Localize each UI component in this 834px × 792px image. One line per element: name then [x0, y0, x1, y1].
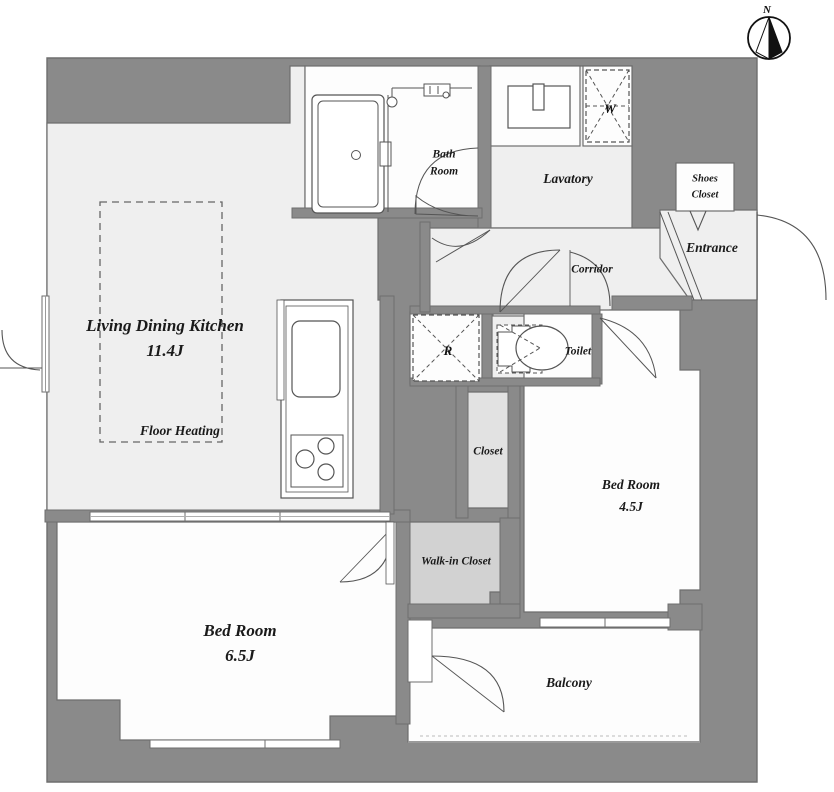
floor-heating-outline: [99, 201, 223, 443]
label-floor-heating: Floor Heating: [139, 423, 220, 438]
bathtub-drain: [351, 150, 361, 160]
label-shoes-line2: Closet: [692, 189, 720, 200]
door-arc-ldk-west: [1, 329, 41, 371]
entrance-step-1: [659, 211, 695, 301]
vanity-faucet: [532, 83, 545, 111]
label-walk-in-closet: Walk-in Closet: [421, 556, 492, 568]
toilet-x1: [499, 324, 541, 349]
label-bath-line2: Room: [429, 166, 458, 178]
lavatory-fixtures: W: [431, 69, 630, 263]
door-swings: [0, 210, 827, 713]
toilet-fixture: [496, 317, 657, 379]
wall-wic-east: [499, 517, 521, 619]
toilet-x2: [499, 347, 541, 373]
toilet-bowl: [515, 325, 569, 371]
door-leaf-bed65: [339, 527, 393, 583]
wall-toilet-south: [409, 377, 601, 387]
label-corridor: Corridor: [571, 264, 613, 276]
burner-3: [317, 463, 335, 481]
compass-north-label: N: [762, 4, 772, 16]
door-arc-corridor-1: [499, 249, 561, 313]
compass-needle-dark: [768, 16, 783, 60]
bath-door-arc: [414, 147, 479, 215]
lavatory-door-arc: [431, 229, 491, 247]
wall-toilet-north: [409, 305, 601, 315]
shower-head-icon: [386, 96, 398, 108]
window-bed65-south: [149, 739, 341, 749]
bathroom-fixtures: [311, 83, 479, 217]
fridge-x2: [412, 314, 480, 382]
wall-closet-west: [455, 385, 469, 519]
bathtub-inner: [317, 100, 379, 208]
floor-heating-zone: [99, 201, 223, 443]
entrance-step-2: [667, 211, 703, 301]
door-arc-corridor-2: [569, 251, 611, 307]
lavatory-door-leaf: [435, 229, 491, 263]
room-labels: Living Dining Kitchen 11.4J Floor Heatin…: [85, 149, 738, 690]
kitchen-counter: [276, 299, 354, 499]
bath-step: [379, 141, 392, 167]
door-leaf-balcony: [431, 655, 505, 713]
label-entrance: Entrance: [685, 240, 738, 255]
fridge-x1: [412, 314, 480, 382]
counter-side: [276, 299, 285, 401]
label-shoes-line1: Shoes: [692, 173, 718, 184]
wall-toilet-west: [481, 313, 493, 385]
label-closet: Closet: [473, 446, 503, 458]
shoes-closet-floor: [675, 162, 735, 212]
faucet-knob: [442, 91, 450, 99]
balcony-door-bed65: [407, 619, 433, 683]
wall-toilet-east: [591, 313, 603, 385]
label-toilet: Toilet: [565, 346, 592, 358]
door-leaf-corridor-1: [499, 249, 561, 313]
wall-corridor-east: [611, 295, 693, 311]
kitchen-sink: [291, 320, 341, 398]
label-bath-line1: Bath: [431, 149, 455, 161]
entrance-detail: [659, 211, 703, 301]
wall-bath-lavatory: [477, 65, 492, 229]
refrigerator-space: R: [412, 314, 480, 382]
windows: [41, 295, 671, 749]
wall-wic-south: [407, 603, 521, 619]
fridge-label: R: [443, 343, 453, 358]
label-ldk-name: Living Dining Kitchen: [85, 316, 244, 335]
compass-rose: N: [747, 4, 791, 60]
shoes-closet-leader: [689, 210, 707, 232]
door-bed65-panel: [385, 521, 395, 585]
label-bed65-name: Bed Room: [202, 621, 276, 640]
wall-corridor-west: [419, 221, 431, 313]
washing-machine-space: W: [585, 69, 630, 143]
wall-kitchen-east: [379, 295, 395, 515]
door-arc-balcony: [431, 655, 505, 713]
washer-label: W: [604, 101, 617, 116]
label-balcony: Balcony: [545, 675, 593, 690]
burner-2: [317, 437, 335, 455]
label-ldk-size: 11.4J: [146, 341, 184, 360]
label-bed65-size: 6.5J: [225, 646, 255, 665]
toilet-door-arc: [599, 317, 657, 379]
stove-top: [290, 434, 344, 488]
label-lavatory: Lavatory: [542, 171, 593, 186]
entrance-floor: [659, 209, 758, 301]
burner-1: [295, 449, 315, 469]
label-bed45-name: Bed Room: [601, 477, 660, 492]
wall-bed45-balcony-step: [667, 603, 703, 631]
toilet-door-leaf: [599, 317, 657, 379]
wall-bath-south: [291, 207, 483, 219]
door-arc-entrance: [756, 214, 827, 301]
label-bed45-size: 4.5J: [618, 499, 644, 514]
